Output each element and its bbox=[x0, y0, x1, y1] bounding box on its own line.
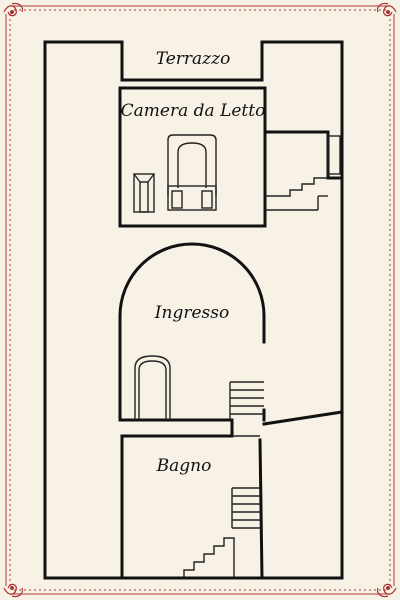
bedroom-side-stair bbox=[263, 126, 344, 211]
bathroom-label: Bagno bbox=[156, 456, 212, 476]
bedroom-pillow-left bbox=[171, 190, 183, 209]
bedroom bbox=[118, 86, 267, 228]
bedroom-walls bbox=[118, 86, 267, 228]
outer-wall-left bbox=[43, 40, 124, 580]
entrance-doorway bbox=[134, 355, 171, 420]
bath-lower-steps bbox=[183, 537, 235, 578]
side-wall-top bbox=[263, 130, 344, 180]
corner-flourish-top-left bbox=[3, 2, 23, 17]
entrance-doorway-inner bbox=[138, 360, 167, 420]
bathroom-walls-left-top bbox=[120, 434, 234, 580]
side-steps bbox=[265, 177, 328, 197]
bedroom-pillow-right bbox=[201, 190, 213, 209]
wardrobe-edge-left bbox=[133, 173, 141, 183]
corner-flourish-bottom-left bbox=[3, 583, 23, 598]
bedroom-alcove bbox=[167, 134, 217, 195]
entrance-arch-wall bbox=[118, 242, 266, 422]
side-window bbox=[327, 135, 341, 175]
corner-flourish-top-right bbox=[377, 2, 397, 17]
entrance bbox=[118, 242, 266, 422]
wardrobe-edge-right bbox=[147, 173, 155, 183]
entrance-label: Ingresso bbox=[154, 303, 229, 323]
outer-wall-top-right bbox=[260, 40, 344, 130]
decorative-frame bbox=[3, 2, 397, 598]
bedroom-alcove-inner bbox=[177, 142, 207, 188]
bathroom bbox=[120, 434, 264, 580]
bedroom-label: Camera da Letto bbox=[121, 101, 266, 121]
corridor-diagonal-wall bbox=[262, 410, 344, 426]
terrace-label: Terrazzo bbox=[156, 49, 231, 69]
wardrobe-door bbox=[139, 181, 149, 213]
bedroom-wardrobe bbox=[133, 173, 155, 213]
corner-flourish-bottom-right bbox=[377, 583, 397, 598]
corridor bbox=[230, 410, 344, 438]
outer-walls bbox=[43, 40, 344, 580]
bedroom-bed bbox=[167, 185, 217, 211]
bathroom-wall-right bbox=[258, 438, 264, 580]
